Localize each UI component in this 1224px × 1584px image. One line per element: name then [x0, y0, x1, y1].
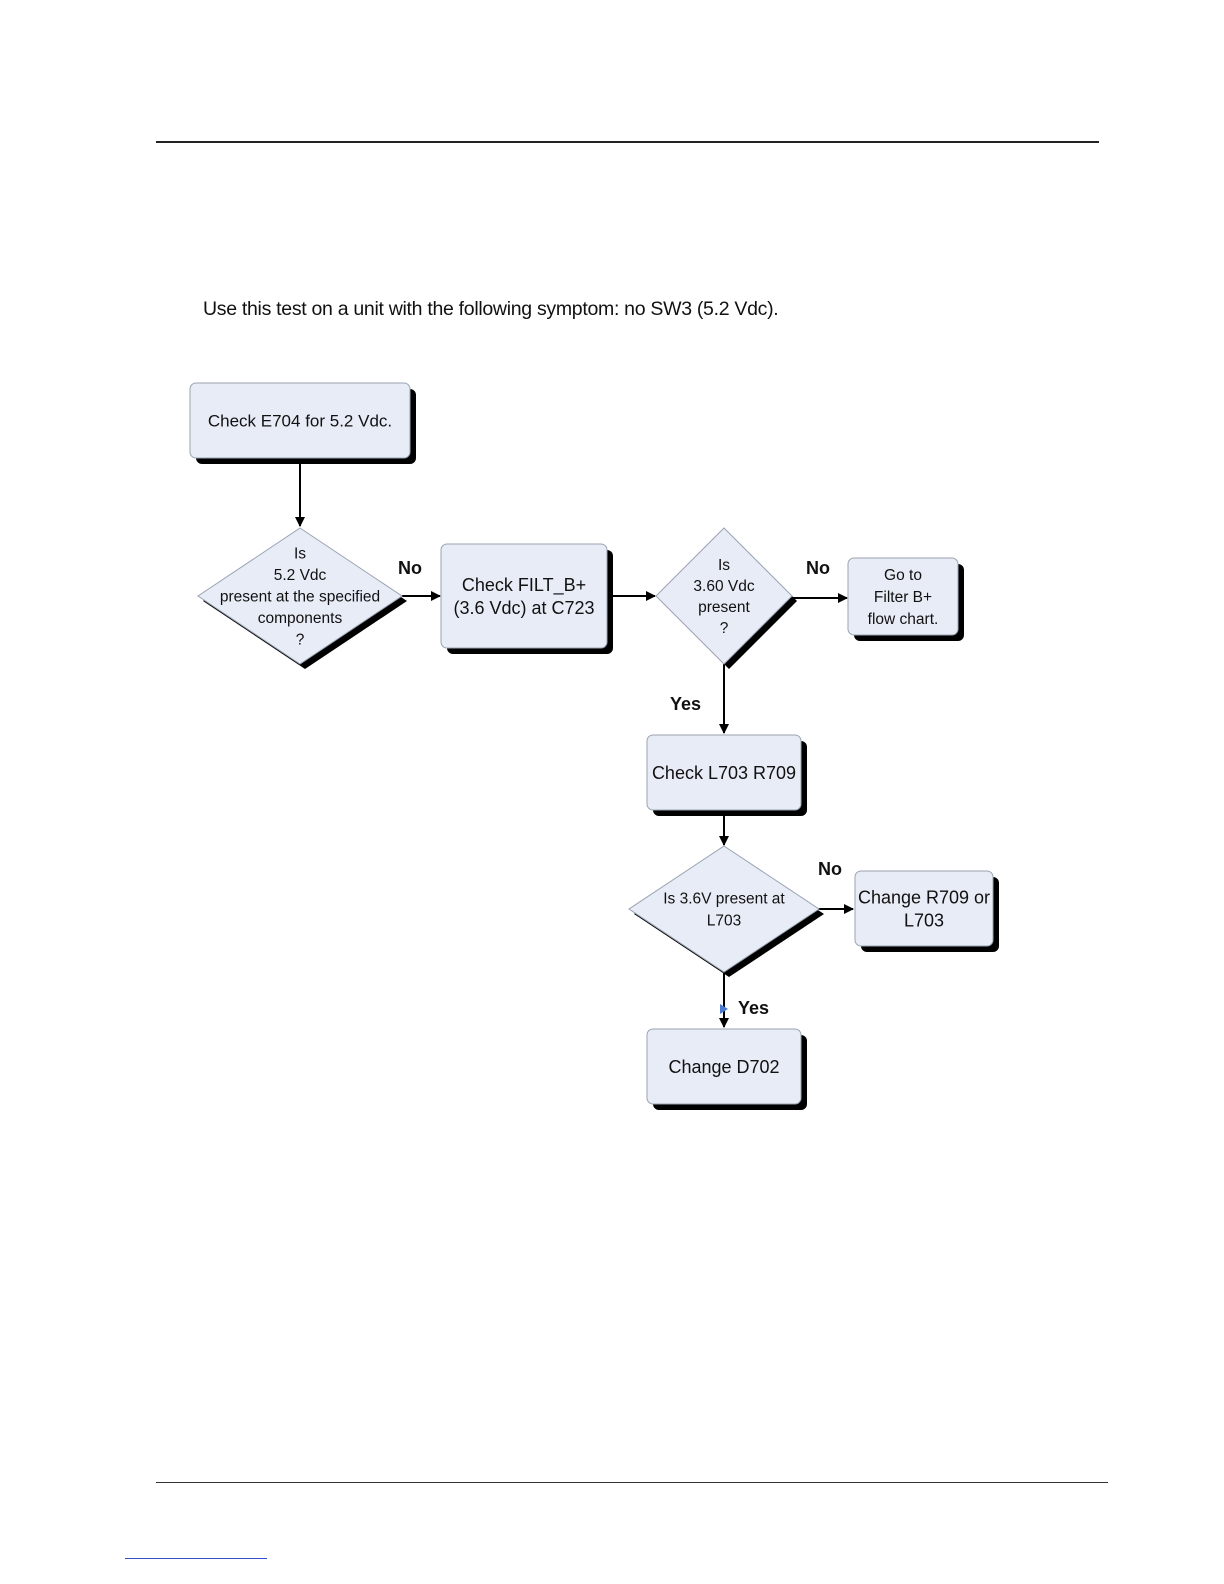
process-box	[646, 734, 802, 811]
node-text-line: ?	[296, 631, 305, 648]
node-text-line: Is	[294, 545, 306, 562]
node-check-filt-b: Check FILT_B+(3.6 Vdc) at C723	[440, 543, 613, 654]
node-text-line: Filter B+	[874, 589, 932, 606]
label-no-decision52: No	[398, 558, 422, 578]
footer-rule	[156, 1482, 1108, 1483]
node-text-line: components	[258, 610, 343, 627]
connectors	[295, 460, 854, 1028]
footer-link-underline	[125, 1558, 267, 1559]
node-goto-filter-b: Go to Filter B+ flow chart.	[847, 557, 964, 641]
process-box	[440, 543, 608, 649]
node-text-line: ?	[720, 620, 729, 637]
node-decision-5-2-vdc: Is 5.2 Vdc present at the specified compone…	[197, 527, 407, 669]
node-text-line: Change R709 or	[858, 887, 990, 907]
node-text-line: Check L703 R709	[652, 763, 796, 783]
small-blue-marker	[720, 1004, 728, 1014]
node-text-line: Is 3.6V present at	[663, 890, 785, 907]
node-text-line: flow chart.	[868, 611, 939, 628]
process-box	[646, 1028, 802, 1105]
node-check-l703-r709: Check L703 R709	[646, 734, 807, 816]
label-yes-decision360: Yes	[670, 694, 701, 714]
node-text-line: L703	[904, 910, 944, 930]
label-no-decision360: No	[806, 558, 830, 578]
label-yes-decision36v: Yes	[738, 998, 769, 1018]
process-box	[847, 557, 959, 636]
header-rule	[156, 141, 1099, 143]
decision-diamond	[655, 527, 793, 665]
node-text-line: 5.2 Vdc	[274, 567, 327, 584]
node-decision-3-6v: Is 3.6V present at L703	[628, 845, 824, 977]
label-no-decision36v: No	[818, 859, 842, 879]
node-check-e704: Check E704 for 5.2 Vdc.	[189, 382, 416, 464]
node-text-line: Is	[718, 557, 730, 574]
decision-diamond	[628, 845, 820, 973]
node-change-d702: Change D702	[646, 1028, 807, 1110]
node-text-line: Check FILT_B+	[462, 575, 586, 596]
node-text-line: Go to	[884, 567, 922, 584]
node-text-line: present at the specified	[220, 588, 380, 605]
node-text-line: Check E704 for 5.2 Vdc.	[208, 411, 392, 430]
node-text-line: Change D702	[668, 1057, 779, 1077]
node-change-r709: Change R709 or L703	[854, 870, 999, 952]
decision-diamond	[197, 527, 403, 665]
node-text-line: present	[698, 599, 750, 616]
node-decision-3-60-vdc: Is 3.60 Vdc present?	[655, 527, 797, 669]
process-box	[189, 382, 411, 459]
intro-text: Use this test on a unit with the followi…	[203, 298, 779, 320]
node-text-line: L703	[707, 912, 741, 929]
process-box	[854, 870, 994, 947]
node-text-line: 3.60 Vdc	[693, 578, 754, 595]
node-text-line: (3.6 Vdc) at C723	[453, 598, 594, 618]
nodes: Check E704 for 5.2 Vdc. Is 5.2 Vdc present …	[189, 382, 999, 1110]
